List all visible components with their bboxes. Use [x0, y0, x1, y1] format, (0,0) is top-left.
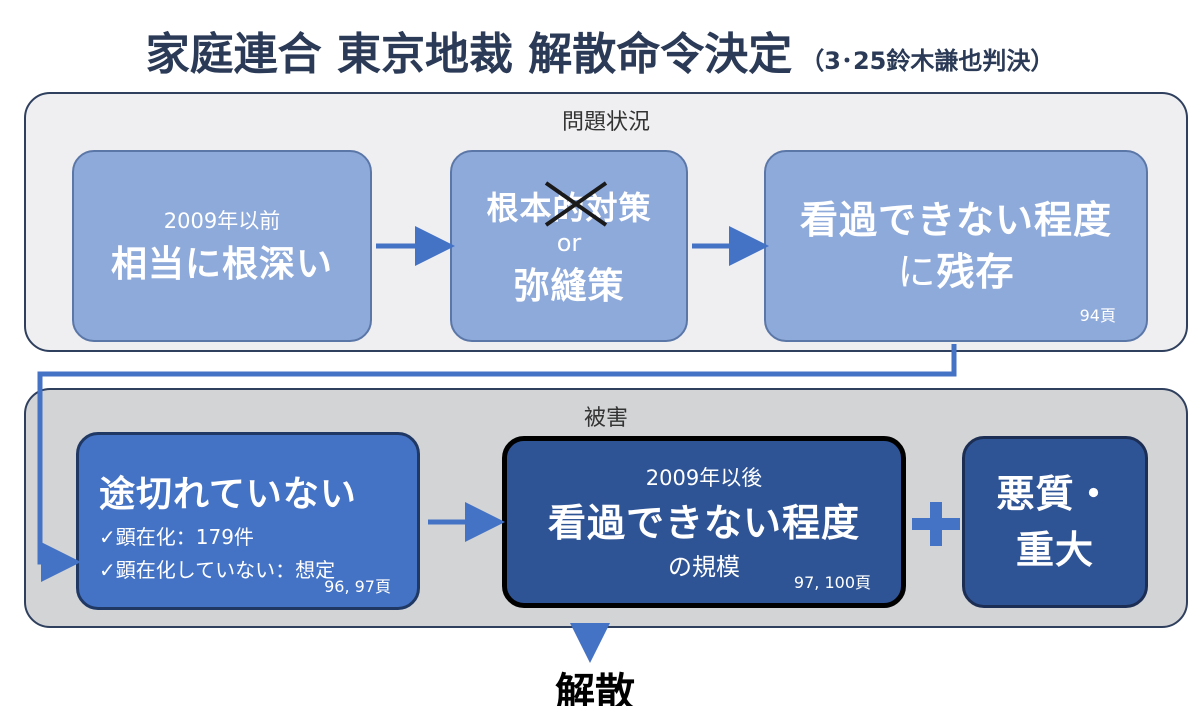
box6-line2: 重大: [1015, 528, 1094, 572]
box-ongoing: 途切れていない ✓顕在化：179件 ✓顕在化していない：想定 96, 97頁: [76, 432, 420, 610]
struck-text-wrap: 根本的対策: [486, 181, 651, 229]
box-countermeasure: 根本的対策 or 弥縫策: [450, 150, 688, 342]
box3-line1: 看過できない程度: [799, 198, 1112, 242]
box1-period: 2009年以前: [163, 209, 281, 233]
box-remaining: 看過できない程度 に残存 94頁: [764, 150, 1148, 342]
box2-or: or: [556, 229, 582, 257]
title-sub: （3･25鈴木謙也判決）: [800, 47, 1055, 75]
cross-out-icon: [545, 181, 608, 227]
box5-page-ref: 97, 100頁: [793, 573, 871, 592]
box4-page-ref: 96, 97頁: [324, 577, 391, 596]
box-malicious: 悪質・ 重大: [962, 436, 1148, 608]
box5-period: 2009年以後: [645, 466, 763, 490]
box5-text: 看過できない程度: [547, 501, 860, 545]
title-main: 家庭連合 東京地裁 解散命令決定: [145, 29, 793, 80]
box1-text: 相当に根深い: [110, 244, 333, 285]
damage-panel-label: 被害: [583, 406, 628, 431]
box3-line2-bold: 残存: [936, 250, 1015, 294]
box6-line1: 悪質・: [996, 472, 1114, 516]
box4-check1: ✓顕在化：179件: [99, 525, 254, 549]
problem-panel-label: 問題状況: [561, 110, 650, 135]
box5-sub: の規模: [668, 553, 740, 581]
box-scale: 2009年以後 看過できない程度 の規模 97, 100頁: [502, 436, 906, 608]
conclusion-text: 解散: [555, 670, 635, 706]
box3-page-ref: 94頁: [1079, 306, 1116, 325]
box4-text: 途切れていない: [99, 474, 357, 515]
box-deeply-rooted: 2009年以前 相当に根深い: [72, 150, 372, 342]
plus-icon: [912, 502, 960, 546]
box3-line2-plain: に: [897, 250, 937, 294]
page-title: 家庭連合 東京地裁 解散命令決定（3･25鈴木謙也判決）: [0, 18, 1200, 82]
box2-text: 弥縫策: [513, 266, 625, 307]
box4-check2: ✓顕在化していない：想定: [99, 558, 336, 582]
